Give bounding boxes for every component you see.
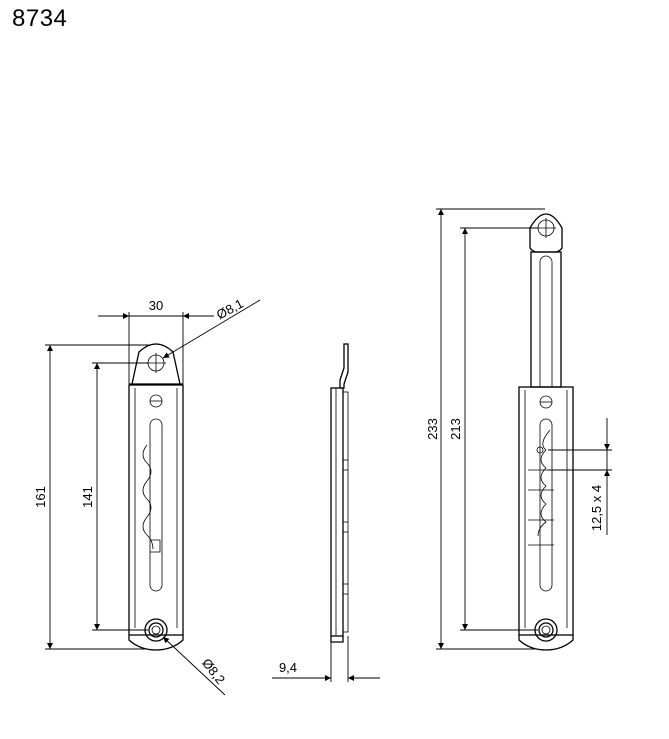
- dim-height-233: 233: [425, 418, 440, 440]
- dim-width-top: 30: [149, 298, 163, 313]
- drawing-number: 8734: [12, 5, 68, 32]
- front-view-retracted: [128, 343, 184, 651]
- ext-top-lug: [529, 213, 563, 253]
- dim-height-161: 161: [33, 486, 48, 508]
- dim-thickness: 9,4: [279, 660, 297, 675]
- side-top-tab: [339, 343, 349, 389]
- ext-notch-profile: [537, 429, 551, 537]
- dim-bottom-hole: Ø8,2: [199, 656, 228, 687]
- right-dimensions: 233 213 12,5 x 4: [425, 208, 612, 650]
- ext-slider: [530, 251, 562, 388]
- dim-height-213: 213: [448, 418, 463, 440]
- side-view: 9,4: [272, 343, 380, 682]
- adjustment-slot: [149, 418, 163, 592]
- ext-body: [518, 386, 574, 636]
- notch-profile: [142, 444, 154, 550]
- dim-slot-pitch: 12,5 x 4: [589, 485, 604, 531]
- front-view-extended: [518, 213, 574, 651]
- dim-height-141: 141: [80, 486, 95, 508]
- left-dimensions: 30 Ø8,1 161 141 Ø8,2: [33, 296, 261, 696]
- hinge-body: [128, 384, 184, 636]
